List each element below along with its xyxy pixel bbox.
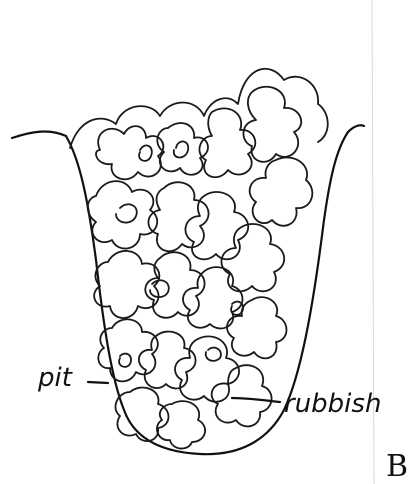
ground-line-right: [348, 125, 364, 132]
panel-letter: B: [386, 449, 408, 484]
rubbish-label: rubbish: [284, 389, 381, 419]
pit-pointer-line: [88, 382, 108, 383]
rubbish-pointer-line: [232, 398, 280, 402]
pit-label: pit: [37, 363, 73, 393]
ground-line-left: [12, 132, 66, 138]
